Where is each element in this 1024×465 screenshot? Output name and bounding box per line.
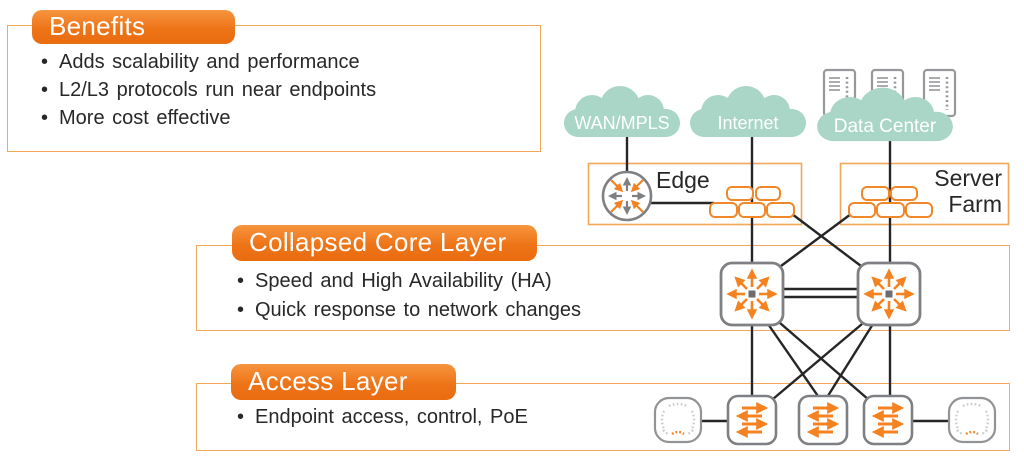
edge-appliance-stack [709, 186, 795, 218]
stack-unit [766, 202, 795, 218]
stack-unit [848, 202, 876, 218]
bullet-item: Speed and High Availability (HA) [237, 267, 1009, 296]
benefits-list: Adds scalability and performance L2/L3 p… [8, 26, 540, 132]
stack-unit [726, 186, 754, 201]
server-farm-appliance-stack [848, 186, 933, 218]
stack-unit [709, 202, 738, 218]
server-icon [870, 68, 905, 118]
wan-mpls-cloud-label: WAN/MPLS [574, 113, 670, 133]
collapsed-core-list: Speed and High Availability (HA) Quick r… [197, 246, 1009, 325]
access-header: Access Layer [231, 364, 456, 400]
bullet-item: Endpoint access, control, PoE [237, 403, 1009, 432]
benefits-header: Benefits [32, 10, 235, 44]
server-icon [822, 68, 857, 118]
internet-cloud-label: Internet [717, 113, 779, 133]
access-list: Endpoint access, control, PoE [197, 384, 1009, 432]
collapsed-core-header: Collapsed Core Layer [232, 225, 537, 261]
data-center-cloud-label: Data Center [833, 116, 937, 137]
bullet-item: More cost effective [41, 104, 540, 132]
stack-unit [755, 186, 781, 201]
stack-unit [738, 202, 766, 218]
stack-unit [876, 202, 905, 218]
server-icon [922, 68, 957, 118]
bullet-item: Quick response to network changes [237, 296, 1009, 325]
access-panel: Access Layer Endpoint access, control, P… [196, 364, 1010, 451]
benefits-panel: Benefits Adds scalability and performanc… [7, 10, 541, 152]
collapsed-core-panel: Collapsed Core Layer Speed and High Avai… [196, 225, 1010, 331]
edge-router-icon [603, 172, 651, 220]
bullet-item: Adds scalability and performance [41, 48, 540, 76]
stack-unit [861, 186, 890, 201]
server-farm-zone-label: Server Farm [934, 165, 1002, 217]
edge-zone-label: Edge [656, 167, 710, 193]
bullet-item: L2/L3 protocols run near endpoints [41, 76, 540, 104]
stack-unit [890, 186, 918, 201]
